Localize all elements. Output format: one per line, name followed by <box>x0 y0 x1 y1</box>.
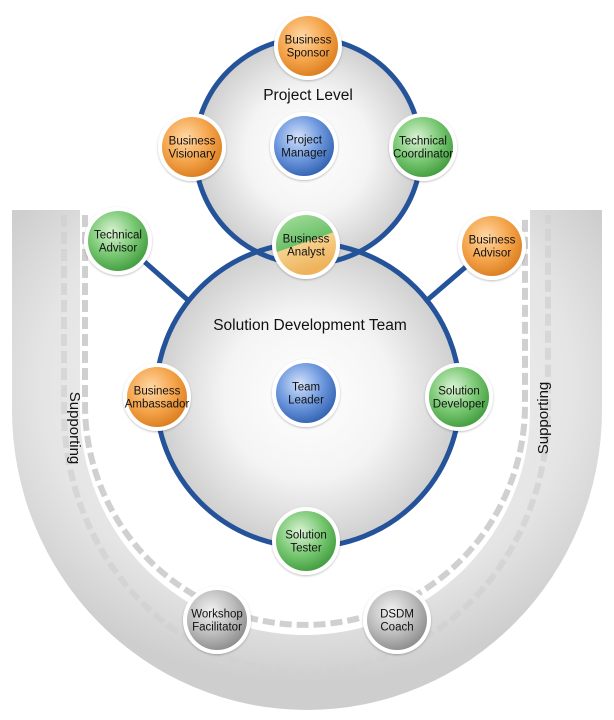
node-label-line: Visionary <box>168 149 215 161</box>
node-disc <box>274 116 334 176</box>
node-label-line: Advisor <box>99 243 138 255</box>
node-disc <box>276 363 336 423</box>
node-label-line: Analyst <box>287 247 326 259</box>
node-label-line: Solution <box>438 386 480 398</box>
node-label-line: Technical <box>399 136 447 148</box>
role-nodes: BusinessSponsorBusinessVisionaryProjectM… <box>84 12 526 654</box>
node-label-line: Tester <box>290 543 321 555</box>
node-disc <box>187 590 247 650</box>
node-label-line: Team <box>292 382 320 394</box>
supporting-label-left: Supporting <box>66 392 83 465</box>
node-label-line: Business <box>283 234 330 246</box>
node-disc <box>429 367 489 427</box>
node-label-line: Ambassador <box>125 399 190 411</box>
node-disc <box>276 215 336 275</box>
node-disc <box>162 117 222 177</box>
node-label-line: Facilitator <box>192 622 242 634</box>
node-label-line: Project <box>286 135 323 147</box>
node-disc <box>393 117 453 177</box>
node-label-line: Business <box>285 35 332 47</box>
supporting-band <box>12 210 602 710</box>
node-disc <box>278 16 338 76</box>
node-label-line: Developer <box>433 399 486 411</box>
node-label-line: Coordinator <box>393 149 453 161</box>
node-label-line: Business <box>469 235 516 247</box>
node-label-line: Advisor <box>473 248 512 260</box>
node-disc <box>367 590 427 650</box>
project-level-title: Project Level <box>263 87 353 104</box>
node-label-line: Business <box>169 136 216 148</box>
node-label-line: Leader <box>288 395 324 407</box>
node-label-line: Solution <box>285 530 327 542</box>
node-label-line: Business <box>134 386 181 398</box>
node-disc <box>127 367 187 427</box>
node-disc <box>276 511 336 571</box>
node-label-line: DSDM <box>380 609 414 621</box>
node-disc <box>88 211 148 271</box>
node-label-line: Workshop <box>191 609 243 621</box>
node-label-line: Manager <box>281 148 327 160</box>
node-disc <box>462 216 522 276</box>
solution-team-title: Solution Development Team <box>213 317 407 334</box>
node-label-line: Coach <box>380 622 413 634</box>
node-label-line: Sponsor <box>287 48 330 60</box>
node-label-line: Technical <box>94 230 142 242</box>
supporting-label-right: Supporting <box>535 382 552 455</box>
